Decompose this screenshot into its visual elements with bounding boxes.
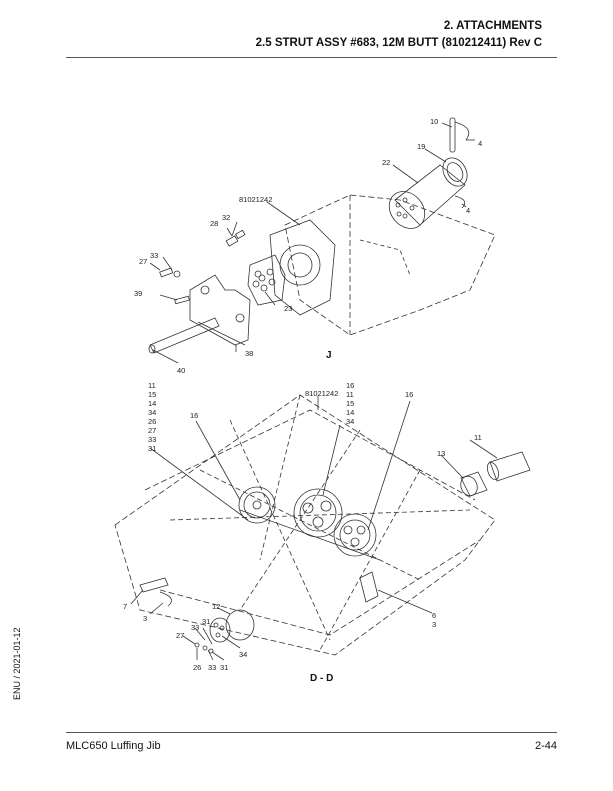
callout-33: 33: [150, 251, 158, 260]
left-stack-7: 33: [148, 435, 156, 444]
left-stack-3: 14: [148, 399, 156, 408]
left-stack-1: 11: [148, 381, 156, 390]
callout-38: 38: [245, 349, 253, 358]
callout-16-right: 16: [405, 390, 413, 399]
footer-divider: [66, 732, 557, 733]
view-j-labels: 10 4 19 22 4 81021242 28 32 33 27 39 23 …: [134, 117, 482, 375]
center-stack-1: 16: [346, 381, 354, 390]
section-title: 2. ATTACHMENTS: [443, 20, 542, 32]
view-label-dd: D - D: [310, 673, 333, 684]
view-dd-labels: 11 15 14 34 26 27 33 31 81021242 16 11 1…: [123, 381, 482, 684]
footer-page-number: 2-44: [534, 740, 557, 752]
center-stack-2: 11: [346, 390, 354, 399]
side-date-stamp: ENU / 2021-01-12: [12, 627, 22, 700]
center-stack-3: 15: [346, 399, 354, 408]
callout-7: 7: [123, 602, 127, 611]
callout-31-bottom: 31: [220, 663, 228, 672]
view-dd-drawing: [114, 394, 531, 661]
callout-34: 34: [239, 650, 247, 659]
view-j-drawing: [148, 117, 496, 364]
callout-33-dd: 33: [191, 623, 199, 632]
callout-40: 40: [177, 366, 185, 375]
callout-26: 26: [193, 663, 201, 672]
center-stack-4: 14: [346, 408, 354, 417]
left-stack-5: 26: [148, 417, 156, 426]
footer-model: MLC650 Luffing Jib: [66, 740, 161, 752]
callout-10: 10: [430, 117, 438, 126]
header-divider: [66, 57, 557, 58]
left-stack-6: 27: [148, 426, 156, 435]
callout-3-right: 3: [432, 620, 436, 629]
callout-32: 32: [222, 213, 230, 222]
callout-3-left: 3: [143, 614, 147, 623]
callout-6: 6: [432, 611, 436, 620]
callout-11: 11: [474, 433, 482, 442]
view-label-j: J: [326, 350, 332, 361]
callout-28: 28: [210, 219, 218, 228]
callout-31-top: 31: [202, 617, 210, 626]
callout-27: 27: [139, 257, 147, 266]
left-stack-8: 31: [148, 444, 156, 453]
center-stack-5: 34: [346, 417, 354, 426]
part-ref-j: 81021242: [239, 195, 272, 204]
subsection-title: 2.5 STRUT ASSY #683, 12M BUTT (810212411…: [255, 37, 542, 49]
callout-22: 22: [382, 158, 390, 167]
callout-23: 23: [284, 304, 292, 313]
callout-4b: 4: [466, 206, 470, 215]
callout-27-dd: 27: [176, 631, 184, 640]
callout-33-bottom: 33: [208, 663, 216, 672]
left-stack-2: 15: [148, 390, 156, 399]
callout-13: 13: [437, 449, 445, 458]
callout-19: 19: [417, 142, 425, 151]
callout-39: 39: [134, 289, 142, 298]
callout-16-left: 16: [190, 411, 198, 420]
part-ref-dd: 81021242: [305, 389, 338, 398]
callout-4: 4: [478, 139, 482, 148]
callout-12: 12: [212, 602, 220, 611]
left-stack-4: 34: [148, 408, 156, 417]
